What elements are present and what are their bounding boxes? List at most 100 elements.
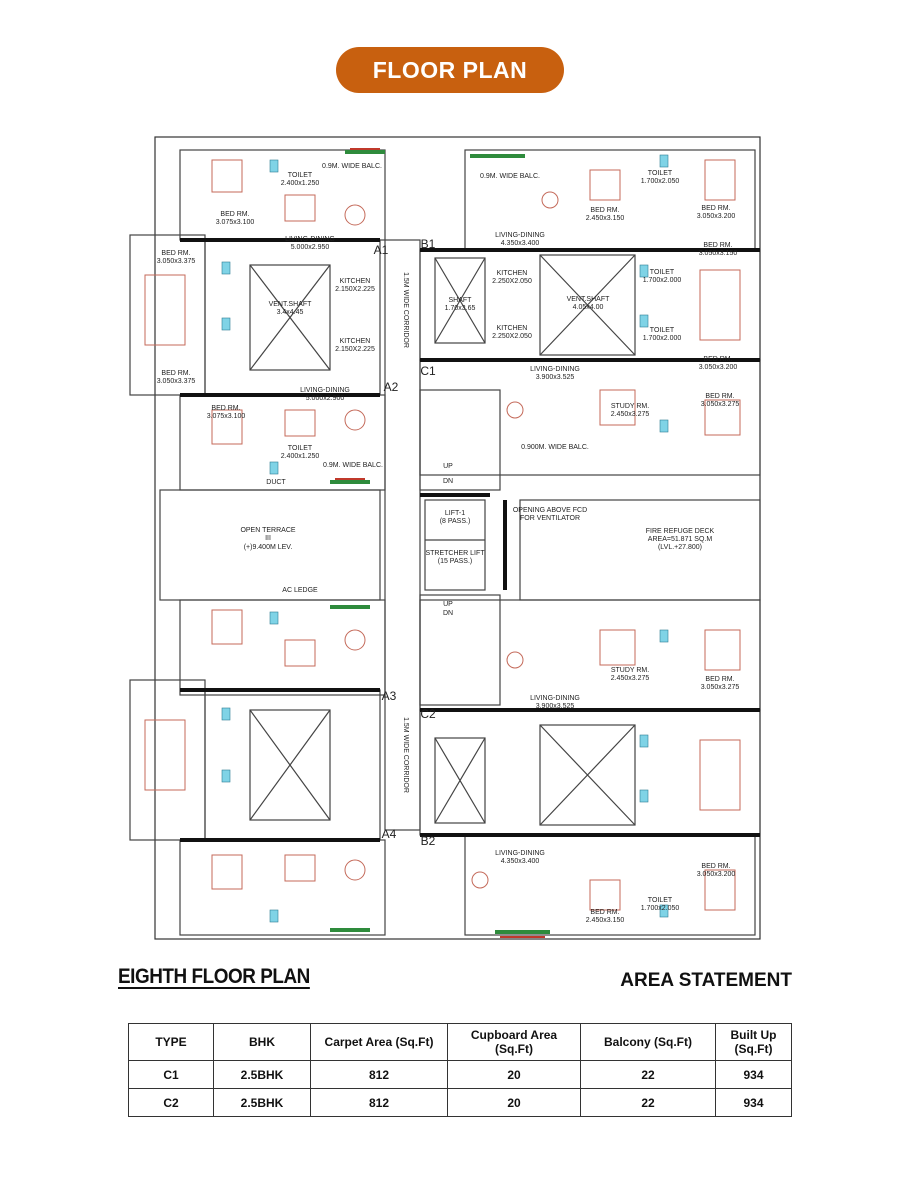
- wall-a3: [179, 599, 386, 696]
- label-kitchen: KITCHEN: [340, 278, 371, 285]
- table-row: C1 2.5BHK 812 20 22 934: [128, 1060, 792, 1089]
- label-bed: BED RM.: [703, 242, 732, 249]
- plan-title: EIGHTH FLOOR PLAN: [118, 965, 310, 988]
- tag-a1: A1: [374, 243, 389, 257]
- label-bed-dim: 3.050x3.150: [699, 250, 738, 257]
- label-balcony: 0.9M. WIDE BALC.: [480, 173, 540, 180]
- label-bed: BED RM.: [220, 211, 249, 218]
- label-terrace-2: III: [265, 535, 271, 542]
- label-toilet-dim: 1.700x2.000: [643, 277, 682, 284]
- label-living-dim: 5.000x2.950: [291, 244, 330, 251]
- label-bed-dim: 3.050x3.275: [701, 684, 740, 691]
- label-living: LIVING-DINING: [530, 695, 580, 702]
- lift-block: [424, 499, 486, 591]
- label-kitchen-dim: 2.150X2.225: [335, 346, 375, 353]
- stair-2: [419, 594, 501, 706]
- col-builtup: Built Up (Sq.Ft): [715, 1023, 792, 1061]
- cell-bhk: 2.5BHK: [213, 1088, 311, 1117]
- label-living: LIVING-DINING: [300, 387, 350, 394]
- label-bed: BED RM.: [590, 909, 619, 916]
- vent-shaft-a: [249, 264, 331, 371]
- label-living-dim: 4.350x3.400: [501, 240, 540, 247]
- label-bed-dim: 3.050x3.200: [697, 213, 736, 220]
- cell-type: C1: [128, 1060, 214, 1089]
- label-kitchen: KITCHEN: [497, 325, 528, 332]
- label-study: STUDY RM.: [611, 667, 649, 674]
- open-terrace: [159, 489, 381, 601]
- label-bed: BED RM.: [161, 370, 190, 377]
- table-header-row: TYPE BHK Carpet Area (Sq.Ft) Cupboard Ar…: [128, 1023, 792, 1061]
- cell-builtup: 934: [715, 1060, 792, 1089]
- label-toilet-dim: 2.400x1.250: [281, 180, 320, 187]
- label-ac-ledge: AC LEDGE: [282, 587, 318, 594]
- wall-c1: [419, 359, 761, 476]
- label-toilet: TOILET: [648, 170, 673, 177]
- label-study: STUDY RM.: [611, 403, 649, 410]
- cell-carpet: 812: [310, 1088, 448, 1117]
- label-toilet-dim: 1.700x2.000: [643, 335, 682, 342]
- label-living-dim: 3.900x3.525: [536, 703, 575, 710]
- shaft-b: [434, 257, 486, 344]
- label-bed: BED RM.: [701, 863, 730, 870]
- label-study-dim: 2.450x3.275: [611, 675, 650, 682]
- label-shaft-dim: 1.70x3.65: [445, 305, 476, 312]
- label-kitchen: KITCHEN: [497, 270, 528, 277]
- label-living: LIVING-DINING: [495, 850, 545, 857]
- cell-balcony: 22: [580, 1060, 716, 1089]
- cell-builtup: 934: [715, 1088, 792, 1117]
- label-toilet: TOILET: [288, 445, 313, 452]
- label-bed: BED RM.: [705, 393, 734, 400]
- label-living-dim: 3.900x3.525: [536, 374, 575, 381]
- cell-type: C2: [128, 1088, 214, 1117]
- tag-c1: C1: [420, 364, 436, 378]
- label-living: LIVING-DINING: [530, 366, 580, 373]
- label-kitchen-dim: 2.250X2.050: [492, 333, 532, 340]
- label-living: LIVING-DINING: [285, 236, 335, 243]
- label-bed-dim: 3.050x3.200: [699, 364, 738, 371]
- label-bed-dim: 3.050x3.375: [157, 258, 196, 265]
- label-terrace: OPEN TERRACE: [240, 527, 295, 534]
- label-balcony: 0.9M. WIDE BALC.: [322, 163, 382, 170]
- tag-a4: A4: [382, 827, 397, 841]
- label-bed-dim: 3.050x3.375: [157, 378, 196, 385]
- label-kitchen-dim: 2.150X2.225: [335, 286, 375, 293]
- label-fire-level: (LVL.+27.800): [658, 544, 702, 551]
- wall-a-core-2: [204, 689, 381, 841]
- label-shaft: SHAFT: [449, 297, 473, 304]
- label-bed: BED RM.: [211, 405, 240, 412]
- tag-a3: A3: [382, 689, 397, 703]
- wall-a-core: [204, 239, 381, 396]
- label-balcony: 0.9M. WIDE BALC.: [323, 462, 383, 469]
- corridor-walls: [384, 239, 421, 831]
- label-terrace-3: (+)9.400M LEV.: [244, 544, 293, 551]
- label-fire-deck: FIRE REFUGE DECK: [646, 528, 715, 535]
- label-lift-cap: (8 PASS.): [440, 518, 471, 525]
- label-bed-dim: 3.075x3.100: [207, 413, 246, 420]
- label-corridor: 1.5M WIDE CORRIDOR: [402, 272, 409, 348]
- label-bed-dim: 3.050x3.275: [701, 401, 740, 408]
- label-fire-area: AREA=51.871 SQ.M: [648, 536, 713, 543]
- label-bed-dim: 3.050x3.200: [697, 871, 736, 878]
- cell-cupboard: 20: [447, 1060, 581, 1089]
- label-up: UP: [443, 601, 453, 608]
- label-stretcher-cap: (15 PASS.): [438, 558, 473, 565]
- label-bed: BED RM.: [590, 207, 619, 214]
- cell-bhk: 2.5BHK: [213, 1060, 311, 1089]
- table-row: C2 2.5BHK 812 20 22 934: [128, 1088, 792, 1117]
- wall-a4: [179, 839, 386, 936]
- col-type: TYPE: [128, 1023, 214, 1061]
- floor-plan-badge: FLOOR PLAN: [336, 47, 564, 93]
- label-bed: BED RM.: [701, 205, 730, 212]
- label-kitchen-dim: 2.250X2.050: [492, 278, 532, 285]
- label-dn: DN: [443, 610, 453, 617]
- label-up: UP: [443, 463, 453, 470]
- vent-shaft-a-2: [249, 709, 331, 821]
- label-stretcher: STRETCHER LIFT: [425, 550, 485, 557]
- label-toilet: TOILET: [288, 172, 313, 179]
- label-bed: BED RM.: [705, 676, 734, 683]
- label-toilet: TOILET: [650, 269, 675, 276]
- label-duct: DUCT: [266, 479, 286, 486]
- label-corridor: 1.5M WIDE CORRIDOR: [402, 717, 409, 793]
- label-lift: LIFT-1: [445, 510, 465, 517]
- col-bhk: BHK: [213, 1023, 311, 1061]
